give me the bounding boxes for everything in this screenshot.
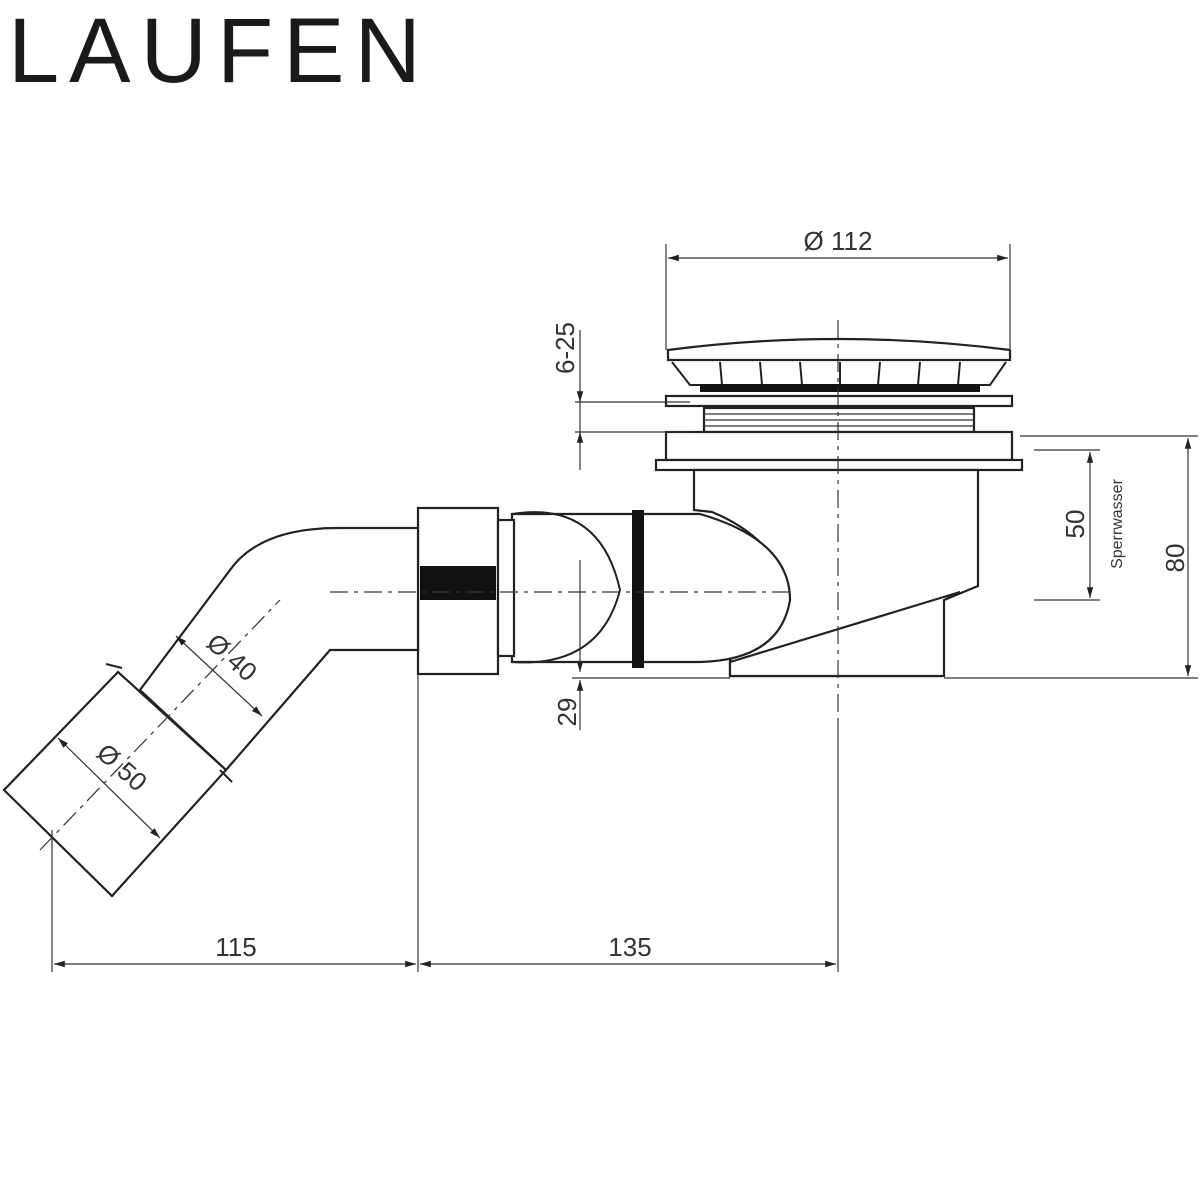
label-cover-diameter: Ø 112 (804, 226, 873, 256)
flange-lower (654, 458, 1024, 472)
label-total-height: 80 (1160, 544, 1190, 573)
adjustment-ring (664, 394, 1014, 408)
label-length-right: 135 (608, 932, 651, 962)
cover-cap (666, 337, 1012, 362)
nut-band (420, 566, 496, 600)
nut-collar (496, 518, 516, 658)
seal-ring (632, 510, 644, 668)
laufen-logo: LAUFEN (8, 0, 431, 102)
adapter-rim (105, 663, 233, 783)
dimension-lines (51, 244, 1198, 972)
label-outlet-height: 29 (552, 698, 582, 727)
label-water-seal-text: Sperrwasser (1109, 478, 1126, 568)
brand-wordmark: LAUFEN (8, 0, 431, 102)
outlet-pipe (510, 512, 792, 664)
cap-shadow (700, 384, 980, 392)
drain-body (2, 320, 1024, 898)
flange-upper (664, 430, 1014, 462)
outlet-chute (728, 590, 961, 678)
pipe-elbow-curve (511, 511, 622, 664)
label-water-seal: 50 (1060, 510, 1090, 539)
cover-ribs (671, 361, 1007, 386)
label-length-left: 115 (215, 932, 256, 962)
label-height-range: 6-25 (550, 322, 580, 374)
thread-lines (704, 413, 974, 427)
